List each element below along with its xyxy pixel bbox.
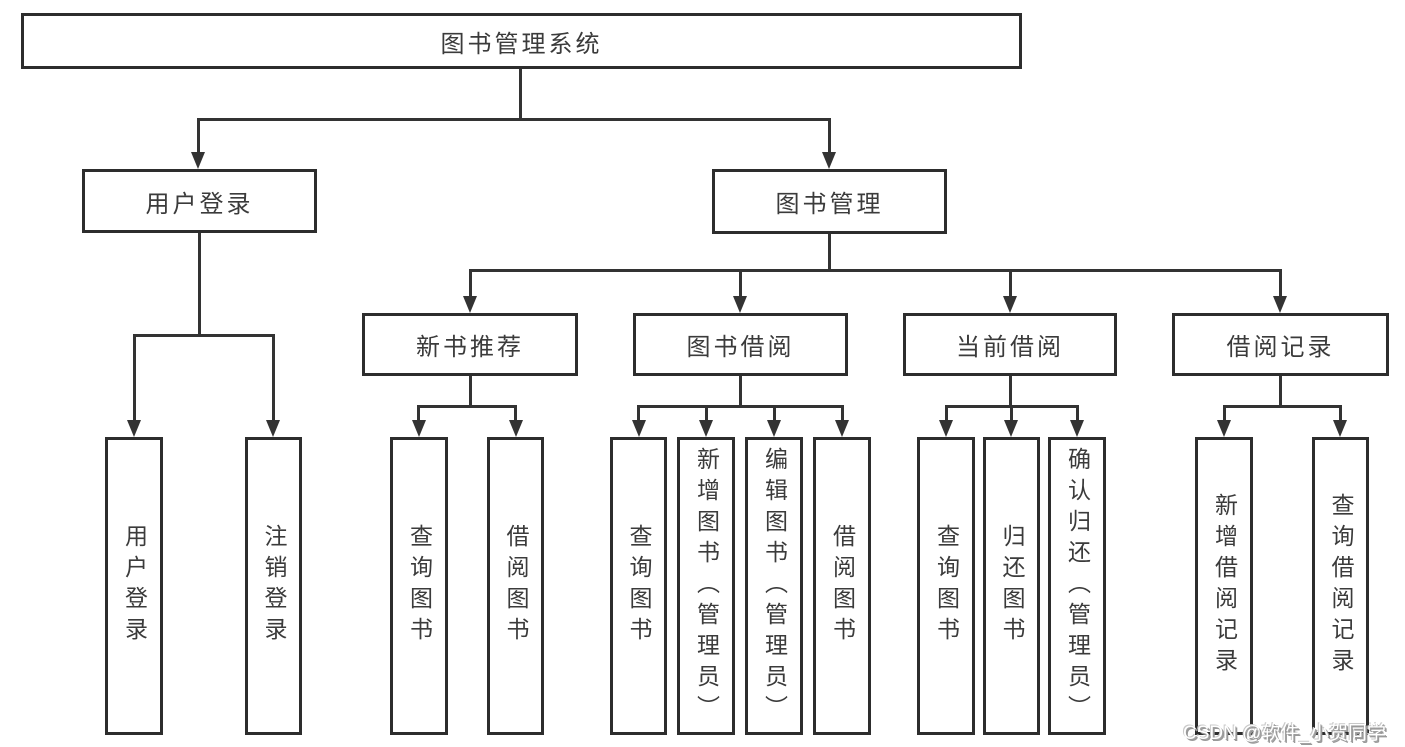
arrow-down-icon — [509, 420, 523, 437]
connector-line — [637, 405, 844, 408]
connector-line — [739, 376, 742, 407]
connector-line — [1009, 376, 1012, 407]
leaf-records-add-record: 新增借阅记录 — [1195, 437, 1253, 735]
leaf-recommend-borrow-books: 借阅图书 — [487, 437, 544, 735]
connector-line — [417, 405, 517, 408]
leaf-recommend-query-books-label: 查询图书 — [406, 524, 433, 648]
connector-line — [1223, 405, 1342, 408]
arrow-down-icon — [767, 420, 781, 437]
leaf-recommend-borrow-books-label: 借阅图书 — [503, 524, 529, 648]
node-current-borrowing: 当前借阅 — [903, 313, 1117, 376]
connector-line — [773, 405, 776, 422]
connector-line — [417, 405, 420, 422]
connector-line — [197, 118, 831, 121]
arrow-down-icon — [463, 296, 477, 313]
arrow-down-icon — [835, 420, 849, 437]
leaf-user-login-label: 用户登录 — [121, 524, 148, 648]
leaf-logout: 注销登录 — [245, 437, 302, 735]
leaf-records-query-record-label: 查询借阅记录 — [1328, 493, 1354, 679]
arrow-down-icon — [632, 420, 646, 437]
node-borrowing-records-label: 借阅记录 — [1226, 334, 1335, 361]
connector-line — [1279, 376, 1282, 407]
leaf-borrowing-add-book-admin-label: 新增图书（管理员） — [693, 446, 720, 726]
leaf-current-confirm-return-admin: 确认归还（管理员） — [1048, 437, 1106, 735]
leaf-current-confirm-return-admin-label: 确认归还（管理员） — [1064, 446, 1091, 726]
leaf-records-add-record-label: 新增借阅记录 — [1211, 493, 1238, 679]
connector-line — [469, 269, 1281, 272]
connector-line — [637, 405, 640, 422]
leaf-borrowing-add-book-admin: 新增图书（管理员） — [677, 437, 735, 735]
node-user-login: 用户登录 — [82, 169, 317, 233]
node-current-borrowing-label: 当前借阅 — [956, 334, 1064, 361]
arrow-down-icon — [733, 296, 747, 313]
node-new-book-recommend-label: 新书推荐 — [416, 334, 524, 361]
leaf-current-return-books: 归还图书 — [983, 437, 1040, 735]
node-user-login-label: 用户登录 — [145, 190, 254, 218]
arrow-down-icon — [127, 420, 141, 437]
leaf-borrowing-borrow-books-label: 借阅图书 — [829, 524, 856, 648]
leaf-borrowing-query-books: 查询图书 — [610, 437, 667, 735]
arrow-down-icon — [1217, 420, 1231, 437]
arrow-down-icon — [699, 420, 713, 437]
leaf-current-return-books-label: 归还图书 — [999, 524, 1025, 648]
connector-line — [469, 269, 472, 298]
leaf-logout-label: 注销登录 — [261, 524, 287, 648]
connector-line — [469, 376, 472, 408]
arrow-down-icon — [939, 420, 953, 437]
connector-line — [828, 234, 831, 272]
connector-line — [1223, 405, 1226, 422]
connector-line — [197, 118, 200, 154]
arrow-down-icon — [1273, 296, 1287, 313]
node-book-borrowing-label: 图书借阅 — [686, 334, 795, 361]
connector-line — [841, 405, 844, 422]
arrow-down-icon — [266, 420, 280, 437]
connector-line — [739, 269, 742, 298]
connector-line — [1279, 269, 1282, 298]
connector-line — [705, 405, 708, 422]
connector-line — [272, 334, 275, 422]
watermark: CSDN @软件_小贺同学 — [1183, 723, 1386, 744]
node-book-management: 图书管理 — [712, 169, 947, 234]
leaf-user-login: 用户登录 — [105, 437, 163, 735]
leaf-borrowing-borrow-books: 借阅图书 — [813, 437, 871, 735]
connector-line — [133, 334, 275, 337]
node-new-book-recommend: 新书推荐 — [362, 313, 578, 376]
leaf-borrowing-query-books-label: 查询图书 — [626, 524, 652, 648]
arrow-down-icon — [191, 152, 205, 169]
arrow-down-icon — [1070, 420, 1084, 437]
connector-line — [1076, 405, 1079, 422]
connector-line — [133, 334, 136, 422]
arrow-down-icon — [1004, 420, 1018, 437]
connector-line — [828, 118, 831, 154]
arrow-down-icon — [1333, 420, 1347, 437]
connector-line — [1009, 269, 1012, 298]
arrow-down-icon — [822, 152, 836, 169]
node-root-label: 图书管理系统 — [440, 30, 603, 58]
leaf-borrowing-edit-book-admin-label: 编辑图书（管理员） — [761, 446, 788, 726]
leaf-current-query-books: 查询图书 — [917, 437, 975, 735]
connector-line — [945, 405, 948, 422]
connector-line — [1010, 405, 1013, 422]
connector-line — [519, 69, 522, 120]
leaf-recommend-query-books: 查询图书 — [390, 437, 448, 735]
arrow-down-icon — [412, 420, 426, 437]
node-borrowing-records: 借阅记录 — [1172, 313, 1389, 376]
leaf-borrowing-edit-book-admin: 编辑图书（管理员） — [745, 437, 803, 735]
node-book-borrowing: 图书借阅 — [633, 313, 848, 376]
leaf-records-query-record: 查询借阅记录 — [1312, 437, 1369, 735]
node-root: 图书管理系统 — [21, 13, 1022, 69]
node-book-management-label: 图书管理 — [775, 191, 884, 218]
connector-line — [514, 405, 517, 422]
arrow-down-icon — [1003, 296, 1017, 313]
connector-line — [1339, 405, 1342, 422]
leaf-current-query-books-label: 查询图书 — [933, 524, 960, 648]
connector-line — [198, 233, 201, 337]
